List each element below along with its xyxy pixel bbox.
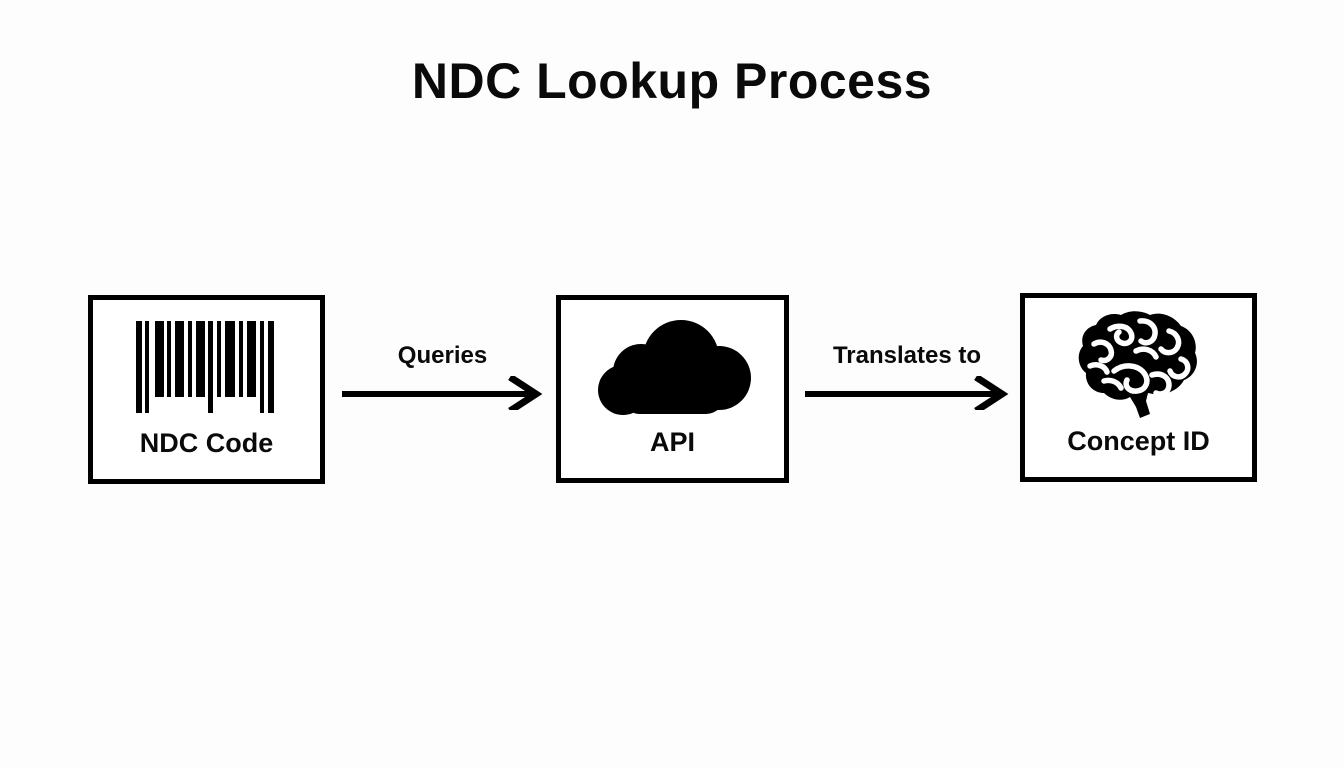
brain-icon [1025,311,1252,418]
node-api[interactable]: API [556,295,789,483]
arrow-right-icon [342,376,543,410]
node-ndc-code[interactable]: NDC Code [88,295,325,484]
node-label: NDC Code [139,428,274,458]
edge-queries: Queries [340,330,545,410]
edge-label: Translates to [832,342,982,369]
cloud-icon [561,314,784,420]
node-label: API [649,427,695,457]
page-title: NDC Lookup Process [411,53,933,109]
edge-translates-to: Translates to [803,330,1011,410]
node-concept-id[interactable]: Concept ID [1020,293,1257,482]
arrow-right-icon [805,376,1009,410]
edge-label: Queries [397,342,488,369]
node-label: Concept ID [1067,426,1210,456]
barcode-icon [93,314,320,420]
